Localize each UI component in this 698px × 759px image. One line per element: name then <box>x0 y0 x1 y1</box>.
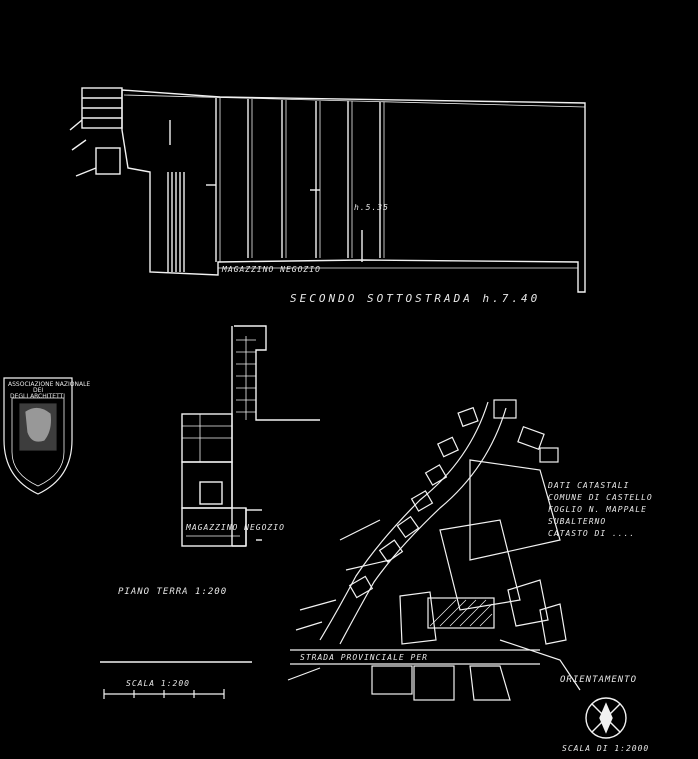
site-road-label: STRADA PROVINCIALE PER <box>300 653 428 662</box>
scale-bar <box>103 689 225 699</box>
site-note-line-3: FOGLIO N. MAPPALE <box>548 505 647 514</box>
upper-inner-label: MAGAZZINO NEGOZIO <box>221 265 321 274</box>
site-note-line-5: CATASTO DI .... <box>548 529 635 538</box>
site-note-line-2: COMUNE DI CASTELLO <box>548 493 653 502</box>
upper-height-mark: h.5.35 <box>354 203 389 212</box>
ground-plan-title: PIANO TERRA 1:200 <box>118 587 227 597</box>
site-note-line-1: DATI CATASTALI <box>547 481 629 490</box>
upper-plan-title: SECONDO SOTTOSTRADA h.7.40 <box>290 292 540 305</box>
site-scale-label: SCALA DI 1:2000 <box>562 744 649 753</box>
architect-stamp <box>3 377 73 495</box>
ground-floor-plan <box>100 325 320 663</box>
orientation-label: ORIENTAMENTO <box>560 675 637 685</box>
ground-room-label: MAGAZZINO NEGOZIO <box>185 523 285 532</box>
stamp-line-2: DEI <box>33 387 43 394</box>
scale-bar-label: SCALA 1:200 <box>126 679 190 688</box>
site-plan <box>287 399 581 701</box>
north-arrow-icon <box>585 697 627 739</box>
stamp-line-1: ASSOCIAZIONE NAZIONALE <box>8 381 90 388</box>
upper-floor-plan <box>69 87 586 293</box>
site-note-line-4: SUBALTERNO <box>548 517 606 526</box>
stamp-line-3: DEGLI ARCHITETTI <box>10 393 65 400</box>
